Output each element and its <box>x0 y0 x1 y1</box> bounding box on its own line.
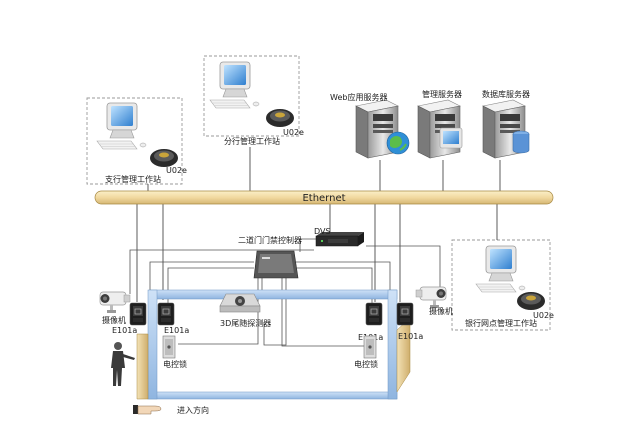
reader-left-outer-icon <box>129 302 147 326</box>
sub-branch-box <box>203 55 300 137</box>
database-server-label: 数据库服务器 <box>482 89 530 99</box>
sub-branch-label: 分行管理工作站 <box>224 136 280 146</box>
right-lock-icon <box>363 335 377 359</box>
left-lock-label: 电控锁 <box>163 359 187 369</box>
door-controller-icon <box>253 250 299 279</box>
outlet-box <box>451 239 551 331</box>
right-lock-label: 电控锁 <box>354 359 378 369</box>
outlet-label: 银行网点管理工作站 <box>465 318 537 328</box>
branch-reader-label: U02e <box>166 166 187 175</box>
person-icon <box>111 342 135 386</box>
reader-left-outer-label: E101a <box>112 326 137 335</box>
branch-office-box <box>86 97 183 185</box>
right-camera-icon <box>415 286 447 309</box>
sub-branch-workstation <box>209 61 260 109</box>
entry-direction-label: 进入方向 <box>177 405 209 415</box>
computer-icon <box>209 61 260 109</box>
outlet-workstation <box>475 245 526 293</box>
branch-reader-icon <box>150 149 178 167</box>
computer-icon <box>96 102 147 150</box>
reader-right-inner-icon <box>365 302 383 326</box>
sub-branch-reader-icon <box>266 109 294 127</box>
database-server-icon <box>482 99 530 159</box>
outlet-reader-icon <box>517 292 545 310</box>
ethernet-label: Ethernet <box>302 193 345 204</box>
web-server-icon <box>355 99 410 159</box>
reader-left-inner-label: E101a <box>164 326 189 335</box>
branch-office-workstation <box>96 102 147 150</box>
computer-icon <box>475 245 526 293</box>
outlet-reader-label: U02e <box>533 311 554 320</box>
ethernet-bus <box>94 190 554 205</box>
management-server-label: 管理服务器 <box>422 89 462 99</box>
sub-branch-reader-label: U02e <box>283 128 304 137</box>
reader-right-outer-icon <box>396 302 414 326</box>
left-camera-label: 摄像机 <box>102 315 126 325</box>
management-server-icon <box>417 99 463 159</box>
reader-right-outer-label: E101a <box>398 332 423 341</box>
reader-left-inner-icon <box>157 302 175 326</box>
dvs-device-icon <box>315 232 364 247</box>
web-server-label: Web应用服务器 <box>330 92 387 102</box>
tailgate-detector-icon <box>219 293 261 313</box>
right-camera-label: 摄像机 <box>429 306 453 316</box>
left-camera-icon <box>99 291 131 314</box>
door-controller-label: 二道门门禁控制器 <box>238 235 302 245</box>
tailgate-detector-label: 3D尾随探测器 <box>220 318 271 328</box>
dvs-label: DVS <box>314 227 331 236</box>
double-door-passage <box>136 289 411 400</box>
branch-office-label: 支行管理工作站 <box>105 174 161 184</box>
pointing-hand-icon <box>133 405 162 415</box>
left-lock-icon <box>162 335 176 359</box>
